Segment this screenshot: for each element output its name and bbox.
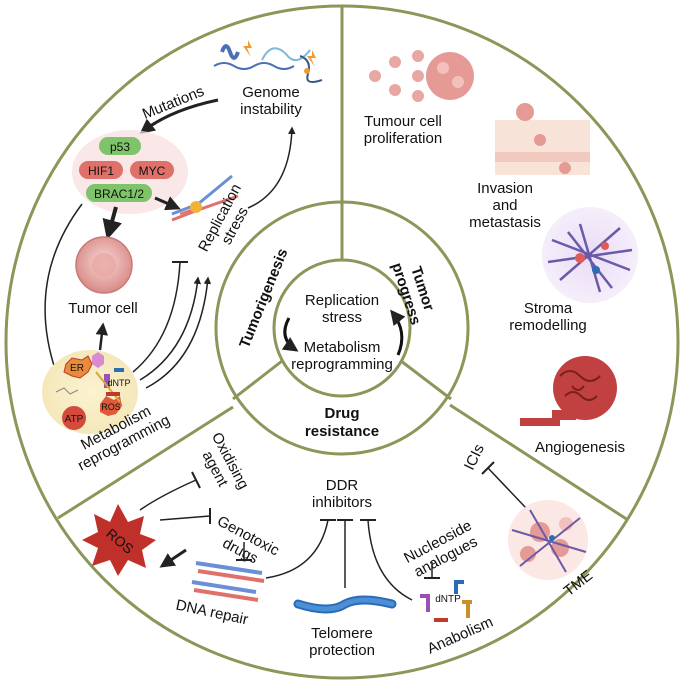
genome-label-1: Genome [242, 84, 300, 101]
svg-text:ROS: ROS [101, 402, 121, 412]
ddr-inhibits-dnarepair [265, 519, 329, 579]
angiogenesis-icon [520, 356, 617, 426]
ddr-label-1: DDR [326, 477, 359, 494]
gene-brac [86, 184, 152, 202]
ros-to-dnarepair-arrow [159, 548, 187, 568]
label-drug: Drug [325, 405, 360, 422]
metabolism-to-tumorcell-arrow [95, 322, 109, 351]
proliferation-label-1: Tumour cell [364, 113, 442, 130]
oxidising-label: Oxidising agent [199, 430, 252, 492]
genes-to-replication-arrow [154, 196, 181, 211]
metabolism-cluster: ER dNTP ATP ROS [42, 350, 138, 434]
er-badge [63, 355, 93, 379]
invasion-label-2: and [492, 197, 517, 214]
tumor-progress-section: Tumour cell proliferation Invasion and m… [364, 50, 638, 456]
cycle-arrow-right [390, 309, 406, 356]
svg-text:p53: p53 [110, 140, 130, 154]
atp-badge [62, 406, 86, 430]
invasion-icon [495, 103, 590, 175]
ros-starburst-icon [82, 504, 156, 576]
gene-myc [130, 161, 174, 179]
label-resistance: resistance [305, 423, 379, 440]
center-reprogramming: reprogramming [291, 356, 393, 373]
ddr-label-2: inhibitors [312, 494, 372, 511]
ddr-inhibits-anabolism [367, 519, 413, 601]
dntp-badge: dNTP [107, 378, 130, 388]
mutations-label: Mutations [140, 83, 207, 123]
tme-icon [508, 500, 588, 580]
ros-badge-small [100, 396, 122, 416]
svg-text:BRAC1/2: BRAC1/2 [94, 187, 144, 201]
tumor-cell-icon [75, 236, 133, 294]
center-replication: Replication [305, 292, 379, 309]
center-metabolism: Metabolism [304, 339, 381, 356]
svg-text:HIF1: HIF1 [88, 164, 114, 178]
genome-label-2: instability [240, 101, 302, 118]
metabolism-to-replication-arrow-1 [139, 276, 202, 381]
proliferation-label-2: proliferation [364, 130, 442, 147]
gene-hif1 [79, 161, 123, 179]
stroma-icon [542, 207, 638, 303]
angiogenesis-label: Angiogenesis [535, 439, 625, 456]
nucleoside-label: Nucleoside analogues [401, 517, 480, 581]
metabolism-to-replication-arrow-2 [145, 276, 212, 389]
metabolism-inhibits-replication [132, 261, 181, 373]
telomere-label-1: Telomere [311, 625, 373, 642]
icis-label: ICIs [461, 442, 488, 473]
svg-text:MYC: MYC [139, 164, 166, 178]
oxidising-inhibits-ros [139, 479, 197, 511]
inner-ring [214, 200, 470, 456]
genes-to-metabolism-arrow [44, 203, 83, 374]
stroma-label-1: Stroma [524, 300, 573, 317]
tumorigenesis-section: Genome instability Mutations p53 HIF1 MY… [42, 40, 323, 474]
center-cycle: Replication stress Metabolism reprogramm… [281, 292, 406, 373]
replication-fork-icon [171, 174, 239, 222]
dna-repair-label: DNA repair [174, 597, 249, 629]
center-stress: stress [322, 309, 362, 326]
telomere-label-2: protection [309, 642, 375, 659]
stroma-label-2: remodelling [509, 317, 587, 334]
svg-text:ER: ER [70, 363, 84, 374]
gene-p53 [99, 137, 141, 155]
divider-right [449, 403, 629, 522]
invasion-label-3: metastasis [469, 214, 541, 231]
genes-to-tumorcell-arrow [102, 206, 122, 240]
icis-inhibits-tme [487, 467, 527, 509]
cycle-arrow-left [281, 317, 299, 352]
proliferation-icon [369, 50, 474, 102]
outer-ring [4, 4, 680, 680]
svg-text:ATP: ATP [65, 414, 84, 425]
tumor-cell-label: Tumor cell [68, 300, 137, 317]
gene-cluster: p53 HIF1 MYC BRAC1/2 [72, 130, 188, 214]
genome-illustration-icon [213, 40, 323, 83]
divider-left [57, 405, 234, 520]
dna-repair-icon [191, 561, 265, 602]
telomere-icon [293, 595, 397, 614]
mutations-arrow [139, 98, 219, 134]
replication-to-genome-arrow [247, 126, 296, 209]
genotoxic-inhibits-ros [159, 515, 211, 521]
dntp-label: dNTP [435, 594, 461, 605]
dntp-icon [420, 580, 472, 622]
invasion-label-1: Invasion [477, 180, 533, 197]
